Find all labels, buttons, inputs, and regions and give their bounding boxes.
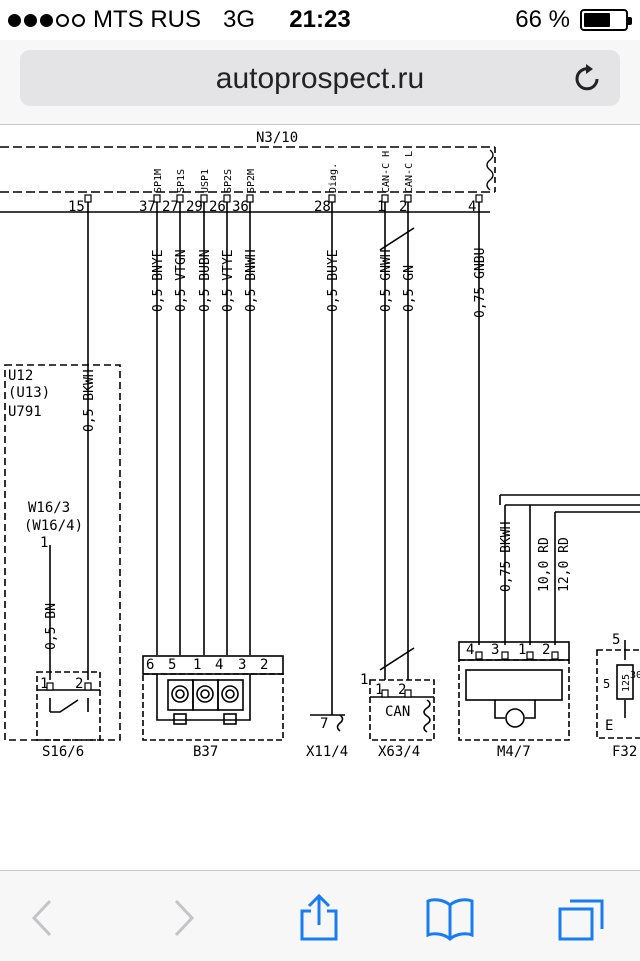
pin-15: 15 <box>68 199 85 215</box>
wire-label-15: 0,5 BKWH <box>82 369 97 432</box>
battery-percent: 66 % <box>515 6 570 33</box>
address-bar[interactable]: autoprospect.ru <box>20 50 620 106</box>
network-type: 3G <box>223 6 256 33</box>
component-x11: X11/4 <box>306 744 348 760</box>
m47-pin-1: 1 <box>518 642 526 658</box>
wire-label-bkwh2: 0,75 BKWH <box>499 522 514 592</box>
reload-icon[interactable] <box>572 62 604 94</box>
pin-29: 29 <box>186 199 203 215</box>
pin-name-diag: Diag. <box>328 163 339 193</box>
m47-pin-4: 4 <box>466 642 474 658</box>
wire-label-36: 0,5 BNWH <box>244 249 259 312</box>
m47-pin-2: 2 <box>542 642 550 658</box>
box-label-u13: (U13) <box>8 385 50 401</box>
pin-27: 27 <box>162 199 179 215</box>
component-b37: B37 <box>193 744 218 760</box>
wire-label-bn: 0,5 BN <box>44 603 59 650</box>
m47-pin-3: 3 <box>491 642 499 658</box>
share-icon[interactable] <box>294 893 344 943</box>
pin-name-sp2m: SP2M <box>246 169 257 193</box>
f32-pin: 5 <box>612 632 620 648</box>
b37-pin-2: 2 <box>260 657 268 673</box>
x11-pin: 7 <box>320 716 328 732</box>
wire-label-27: 0,5 VTGN <box>174 249 189 312</box>
wire-label-29: 0,5 BUBN <box>198 249 213 312</box>
component-x63: X63/4 <box>378 744 420 760</box>
wire-label-28: 0,5 BUYE <box>326 249 341 312</box>
bookmarks-icon[interactable] <box>425 893 475 943</box>
wiring-diagram: N3/10 15 37 27 29 26 36 28 1 2 4 SP1M SP… <box>0 130 640 760</box>
b37-pin-1: 1 <box>193 657 201 673</box>
x63-can: CAN <box>385 704 410 720</box>
tabs-icon[interactable] <box>556 893 606 943</box>
pin-36: 36 <box>232 199 249 215</box>
pin-28: 28 <box>314 199 331 215</box>
component-f32: F32 <box>612 744 637 760</box>
page-content[interactable]: N3/10 15 37 27 29 26 36 28 1 2 4 SP1M SP… <box>0 125 640 870</box>
pin-name-can-h: CAN-C H <box>381 151 392 193</box>
module-label: N3/10 <box>256 130 298 146</box>
pin-name-usp1: USP1 <box>200 169 211 193</box>
back-chevron-icon[interactable] <box>18 893 68 943</box>
wire-label-rd: 10,0 RD <box>537 537 552 592</box>
wire-label-1: 0,5 GNWH <box>379 249 394 312</box>
x63-pin-outer: 1 <box>360 672 368 688</box>
signal-dot <box>8 13 21 27</box>
signal-dot <box>72 13 85 27</box>
pin-name-sp1m: SP1M <box>153 169 164 193</box>
status-right: 66 % <box>515 6 632 34</box>
f32-fuse-num: 30 <box>630 670 640 681</box>
x63-pin-2: 2 <box>398 682 406 698</box>
pin-2: 2 <box>399 199 407 215</box>
b37-pin-4: 4 <box>215 657 223 673</box>
s16-pin-1: 1 <box>40 676 48 692</box>
signal-dot <box>40 13 53 27</box>
f32-pin-inner: 5 <box>603 677 610 691</box>
component-m47: M4/7 <box>497 744 531 760</box>
status-bar: MTS RUS 3G 21:23 66 % <box>0 0 640 40</box>
pin-name-sp2s: SP2S <box>223 169 234 193</box>
signal-strength-icon <box>8 13 85 27</box>
pin-name-can-l: CAN-C L <box>404 151 415 193</box>
w16-label: W16/3 <box>28 500 70 516</box>
url-text: autoprospect.ru <box>215 62 425 95</box>
wire-label-4: 0,75 GNBU <box>473 248 488 318</box>
s16-pin-2: 2 <box>75 676 83 692</box>
pin-name-sp1s: SP1S <box>176 169 187 193</box>
pin-4: 4 <box>468 199 476 215</box>
f32-e: E <box>605 718 613 734</box>
signal-dot <box>24 13 37 27</box>
w16-pin: 1 <box>40 535 48 551</box>
pin-26: 26 <box>209 199 226 215</box>
pin-1: 1 <box>377 199 385 215</box>
browser-toolbar <box>0 870 640 961</box>
wire-label-37: 0,5 BNYE <box>151 249 166 312</box>
box-label-u791: U791 <box>8 404 42 420</box>
f32-fuse: 125 <box>621 674 632 692</box>
b37-pin-5: 5 <box>168 657 176 673</box>
browser-header: autoprospect.ru <box>0 40 640 125</box>
w16-label-alt: (W16/4) <box>24 518 83 534</box>
carrier-name: MTS RUS <box>93 6 201 33</box>
wire-label-2: 0,5 GN <box>402 265 417 312</box>
box-label-u12: U12 <box>8 368 33 384</box>
b37-pin-3: 3 <box>238 657 246 673</box>
clock: 21:23 <box>289 6 351 33</box>
forward-chevron-icon[interactable] <box>158 893 208 943</box>
signal-dot <box>56 13 69 27</box>
b37-pin-6: 6 <box>146 657 154 673</box>
battery-icon <box>580 9 632 31</box>
wire-label-26: 0,5 VTYE <box>221 249 236 312</box>
status-left: MTS RUS 3G <box>8 6 255 34</box>
component-s16: S16/6 <box>42 744 84 760</box>
x63-pin-1: 1 <box>375 682 383 698</box>
pin-37: 37 <box>139 199 156 215</box>
wire-label-rd-alt: 12,0 RD <box>557 537 572 592</box>
